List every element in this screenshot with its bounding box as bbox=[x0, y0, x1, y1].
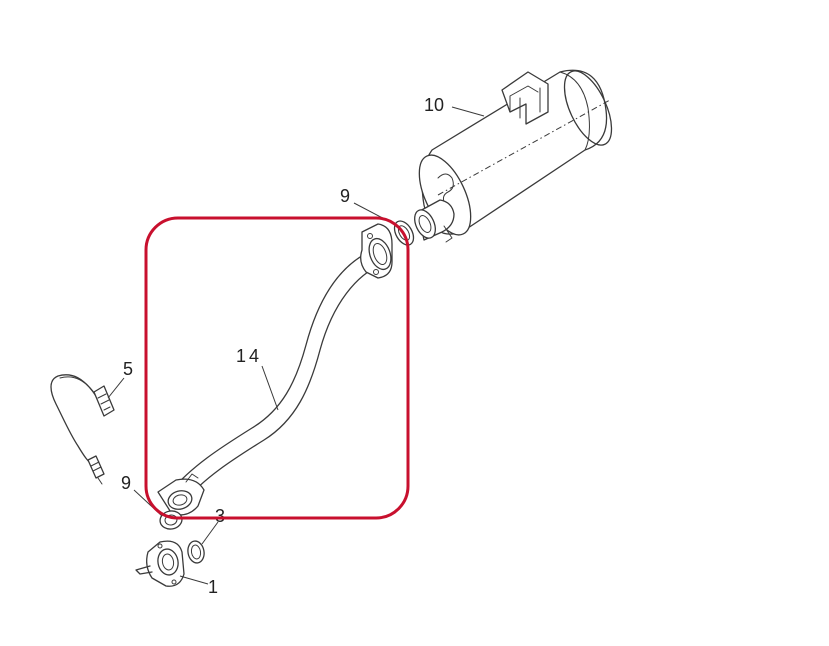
label-seal: 3 bbox=[215, 506, 225, 526]
label-gasket-top: 9 bbox=[340, 186, 350, 206]
label-exhaust-pipe: 14 bbox=[236, 346, 262, 366]
o2-sensor bbox=[50, 374, 115, 485]
muffler bbox=[414, 69, 613, 243]
label-o2-sensor: 5 bbox=[123, 359, 133, 379]
highlight-box bbox=[144, 216, 410, 520]
part-labels: 10 9 14 5 9 3 1 bbox=[121, 95, 444, 597]
label-muffler: 10 bbox=[424, 95, 444, 115]
seal-ring bbox=[187, 540, 205, 564]
label-flange: 1 bbox=[208, 577, 218, 597]
flange bbox=[135, 540, 185, 587]
exhaust-pipe bbox=[157, 223, 393, 516]
label-gasket-bottom: 9 bbox=[121, 473, 131, 493]
